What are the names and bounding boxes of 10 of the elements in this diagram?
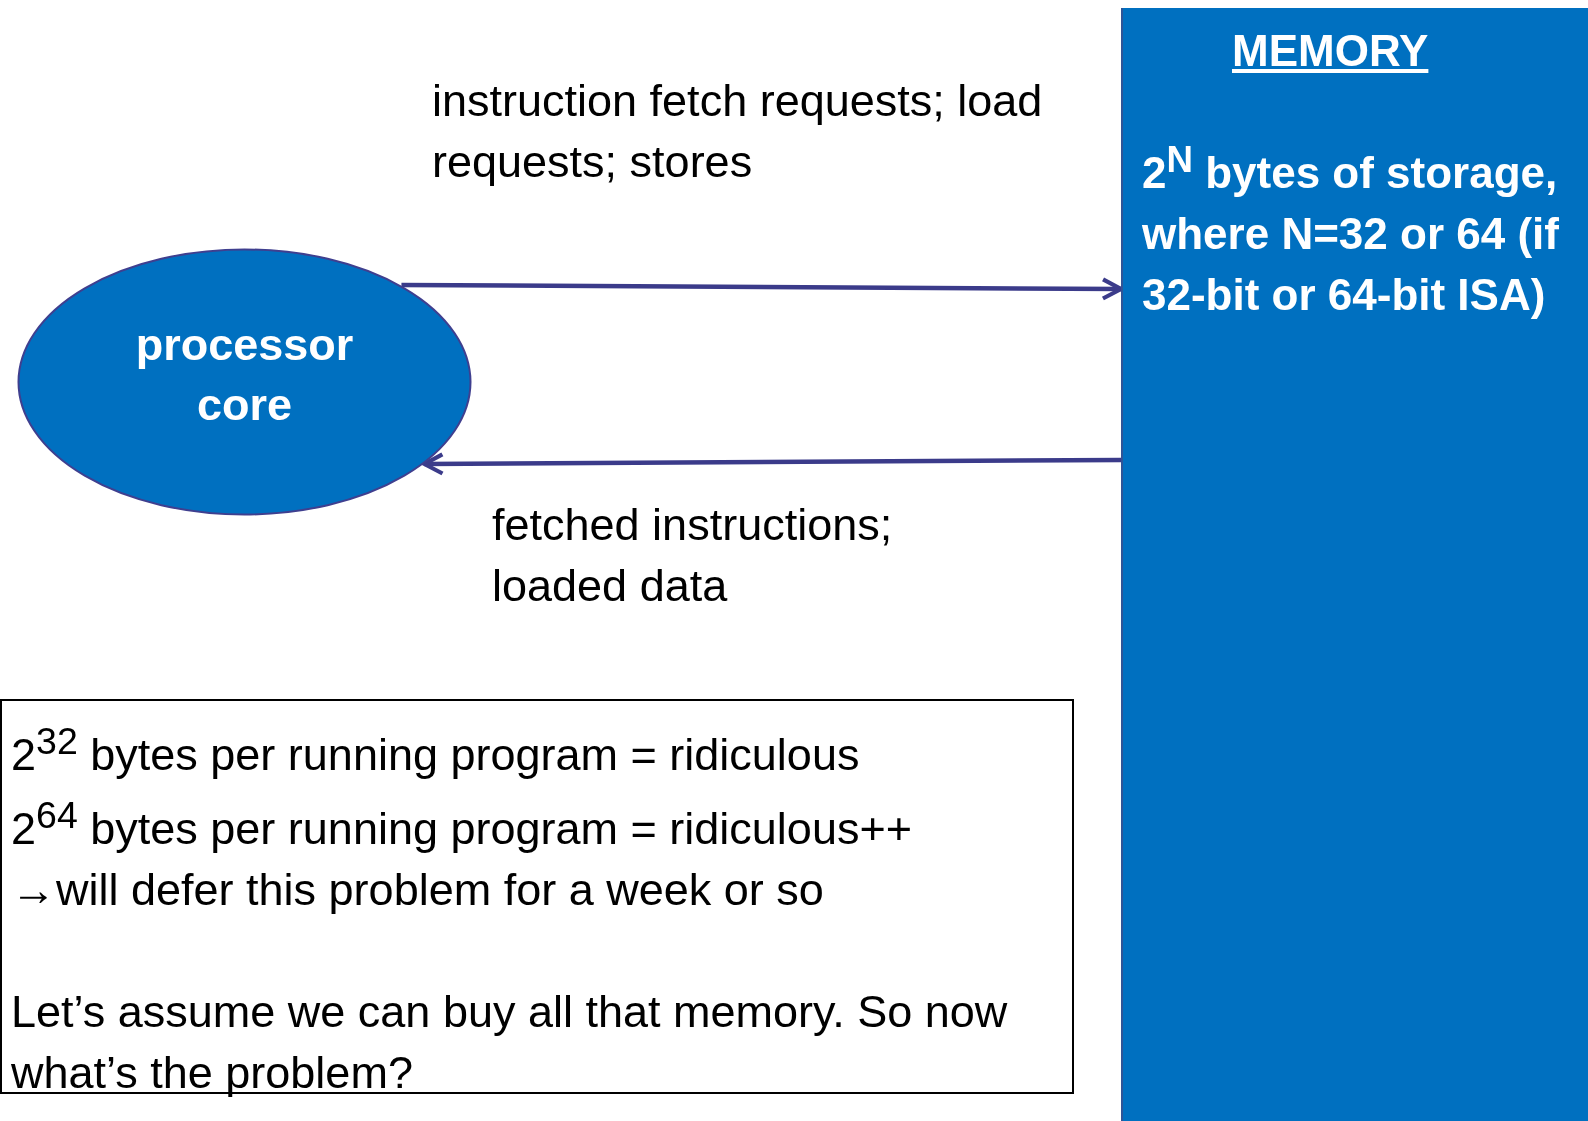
arrow — [422, 452, 1121, 476]
note-text: →will defer this problem for a week or so — [11, 863, 825, 917]
processor-ellipse — [17, 248, 472, 516]
note-text: Let’s assume we can buy all that memory. So now what’s the problem? — [11, 985, 1009, 1100]
panel-text: 2$^{N}$ bytes of storage, where N=32 or 64 (if 32-bit or 64-bit ISA) — [1142, 138, 1560, 321]
memory-panel — [1121, 8, 1588, 1121]
panel-heading: MEMORY — [1232, 25, 1429, 77]
note-text: 2$^{64}$ bytes per running program = ridiculous++ — [11, 793, 913, 856]
note-text: 2$^{32}$ bytes per running program = ridiculous — [11, 719, 861, 782]
node-label: processor core — [134, 318, 355, 432]
